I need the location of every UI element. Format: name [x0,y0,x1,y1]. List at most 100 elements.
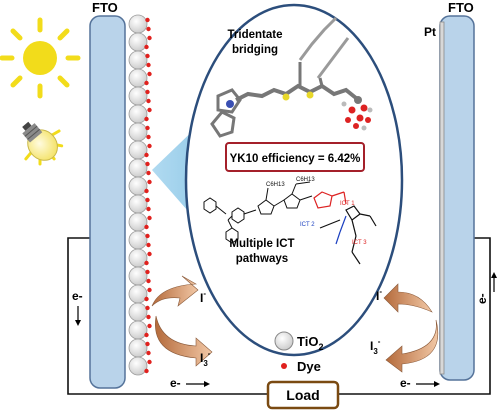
tridentate-molecule-3d: Tridentate bridging [210,16,373,138]
tio2-sphere [128,68,148,88]
dye-dot [144,188,149,194]
triiodide-right-charge: - [378,337,381,346]
electron-bottom-left-label: e- [170,376,181,390]
iodide-right-label: I [376,289,379,303]
dye-dot [145,161,150,167]
dye-dot [147,179,152,185]
tio2-sphere [128,122,148,142]
dye-dot [146,62,151,68]
ict-tag-3: ICT 3 [352,240,367,246]
right-fto-electrode [439,15,475,381]
dye-dot [146,350,151,356]
dye-dot [146,170,151,176]
tio2-sphere [128,86,148,106]
dye-dot [144,296,149,302]
electron-flow-markers: e- e- e- e- [72,272,497,390]
tio2-sphere [128,140,148,160]
dye-dot [144,368,149,374]
dye-dot [145,305,150,311]
dye-dot [147,359,152,365]
electron-bottom-right-label: e- [400,376,411,390]
legend-tio2-subscript: 2 [318,342,323,352]
tridentate-label-line1: Tridentate [228,29,283,41]
tio2-sphere [128,194,148,214]
tio2-sphere [128,32,148,52]
tio2-sphere [128,284,148,304]
left-redox-cycle: I- I3 - [151,275,213,368]
dye-dot [147,287,152,293]
dye-dot [146,98,151,104]
dye-dot [146,134,151,140]
dye-dot [144,80,149,86]
yk10-molecular-structure [203,181,313,244]
dye-dot [144,152,149,158]
dye-dot [144,224,149,230]
legend-dye-label: Dye [297,359,321,374]
legend: TiO2 Dye [274,331,323,374]
legend-tio2-sphere [274,331,294,351]
triiodide-left-label: I [200,351,203,365]
ict-label-line1: Multiple ICT [229,238,294,250]
tio2-sphere [128,50,148,70]
ict-label-line2: pathways [236,253,288,265]
iodide-right-charge: - [379,287,382,296]
right-redox-cycle: I- I3- [370,283,439,373]
dye-dot [147,143,152,149]
triiodide-right-label: I [370,339,373,353]
electron-right-label: e- [475,293,489,304]
iodide-left-charge: - [203,289,206,298]
dye-dot [145,233,150,239]
tio2-sphere [128,14,148,34]
left-fto-electrode [89,15,126,389]
tio2-sphere [128,212,148,232]
svg-text:I-: I- [200,289,206,305]
electron-left-label: e- [72,289,83,303]
dye-dot [147,251,152,257]
dye-dot [145,269,150,275]
dye-dot [145,17,150,23]
c6h13-label-b: C6H13 [296,177,315,183]
dye-dot [147,71,152,77]
dye-dot [145,197,150,203]
tio2-sphere [128,356,148,376]
dye-dot [147,35,152,41]
dye-dot [145,53,150,59]
dye-dot [144,116,149,122]
right-fto-label: FTO [448,0,474,15]
ict-tag-2: ICT 2 [300,222,315,228]
tio2-sphere [128,248,148,268]
dye-dot [146,242,151,248]
load-label: Load [286,387,319,403]
efficiency-text: YK10 efficiency = 6.42% [230,153,361,165]
ict-tag-1: ICT 1 [340,201,355,207]
svg-text:I3-: I3- [370,337,381,356]
tio2-nanoparticle-layer [128,14,148,376]
tio2-sphere [128,104,148,124]
dye-dot [146,314,151,320]
dye-dot [145,341,150,347]
c6h13-label-a: C6H13 [266,182,285,188]
tio2-sphere [128,176,148,196]
legend-dye-dot [281,363,287,369]
dye-molecule-layer [144,17,152,374]
dye-dot [145,125,150,131]
legend-tio2-label: TiO [297,334,318,349]
tridentate-label-line2: bridging [232,44,278,56]
svg-text:TiO2: TiO2 [297,334,323,352]
dye-dot [144,332,149,338]
dye-dot [144,44,149,50]
dye-dot [146,278,151,284]
external-circuit [67,237,491,395]
dye-dot [147,215,152,221]
triiodide-right-sub: 3 [373,347,378,356]
tio2-sphere [128,230,148,250]
load-box: Load [266,380,340,410]
tio2-sphere [128,320,148,340]
triiodide-left-sub: 3 [203,359,208,368]
svg-text:I-: I- [376,287,382,303]
yk10-acceptor-unit [313,191,377,265]
dye-dot [147,107,152,113]
zoom-ellipse [184,3,404,357]
light-bulb-icon [22,121,64,166]
